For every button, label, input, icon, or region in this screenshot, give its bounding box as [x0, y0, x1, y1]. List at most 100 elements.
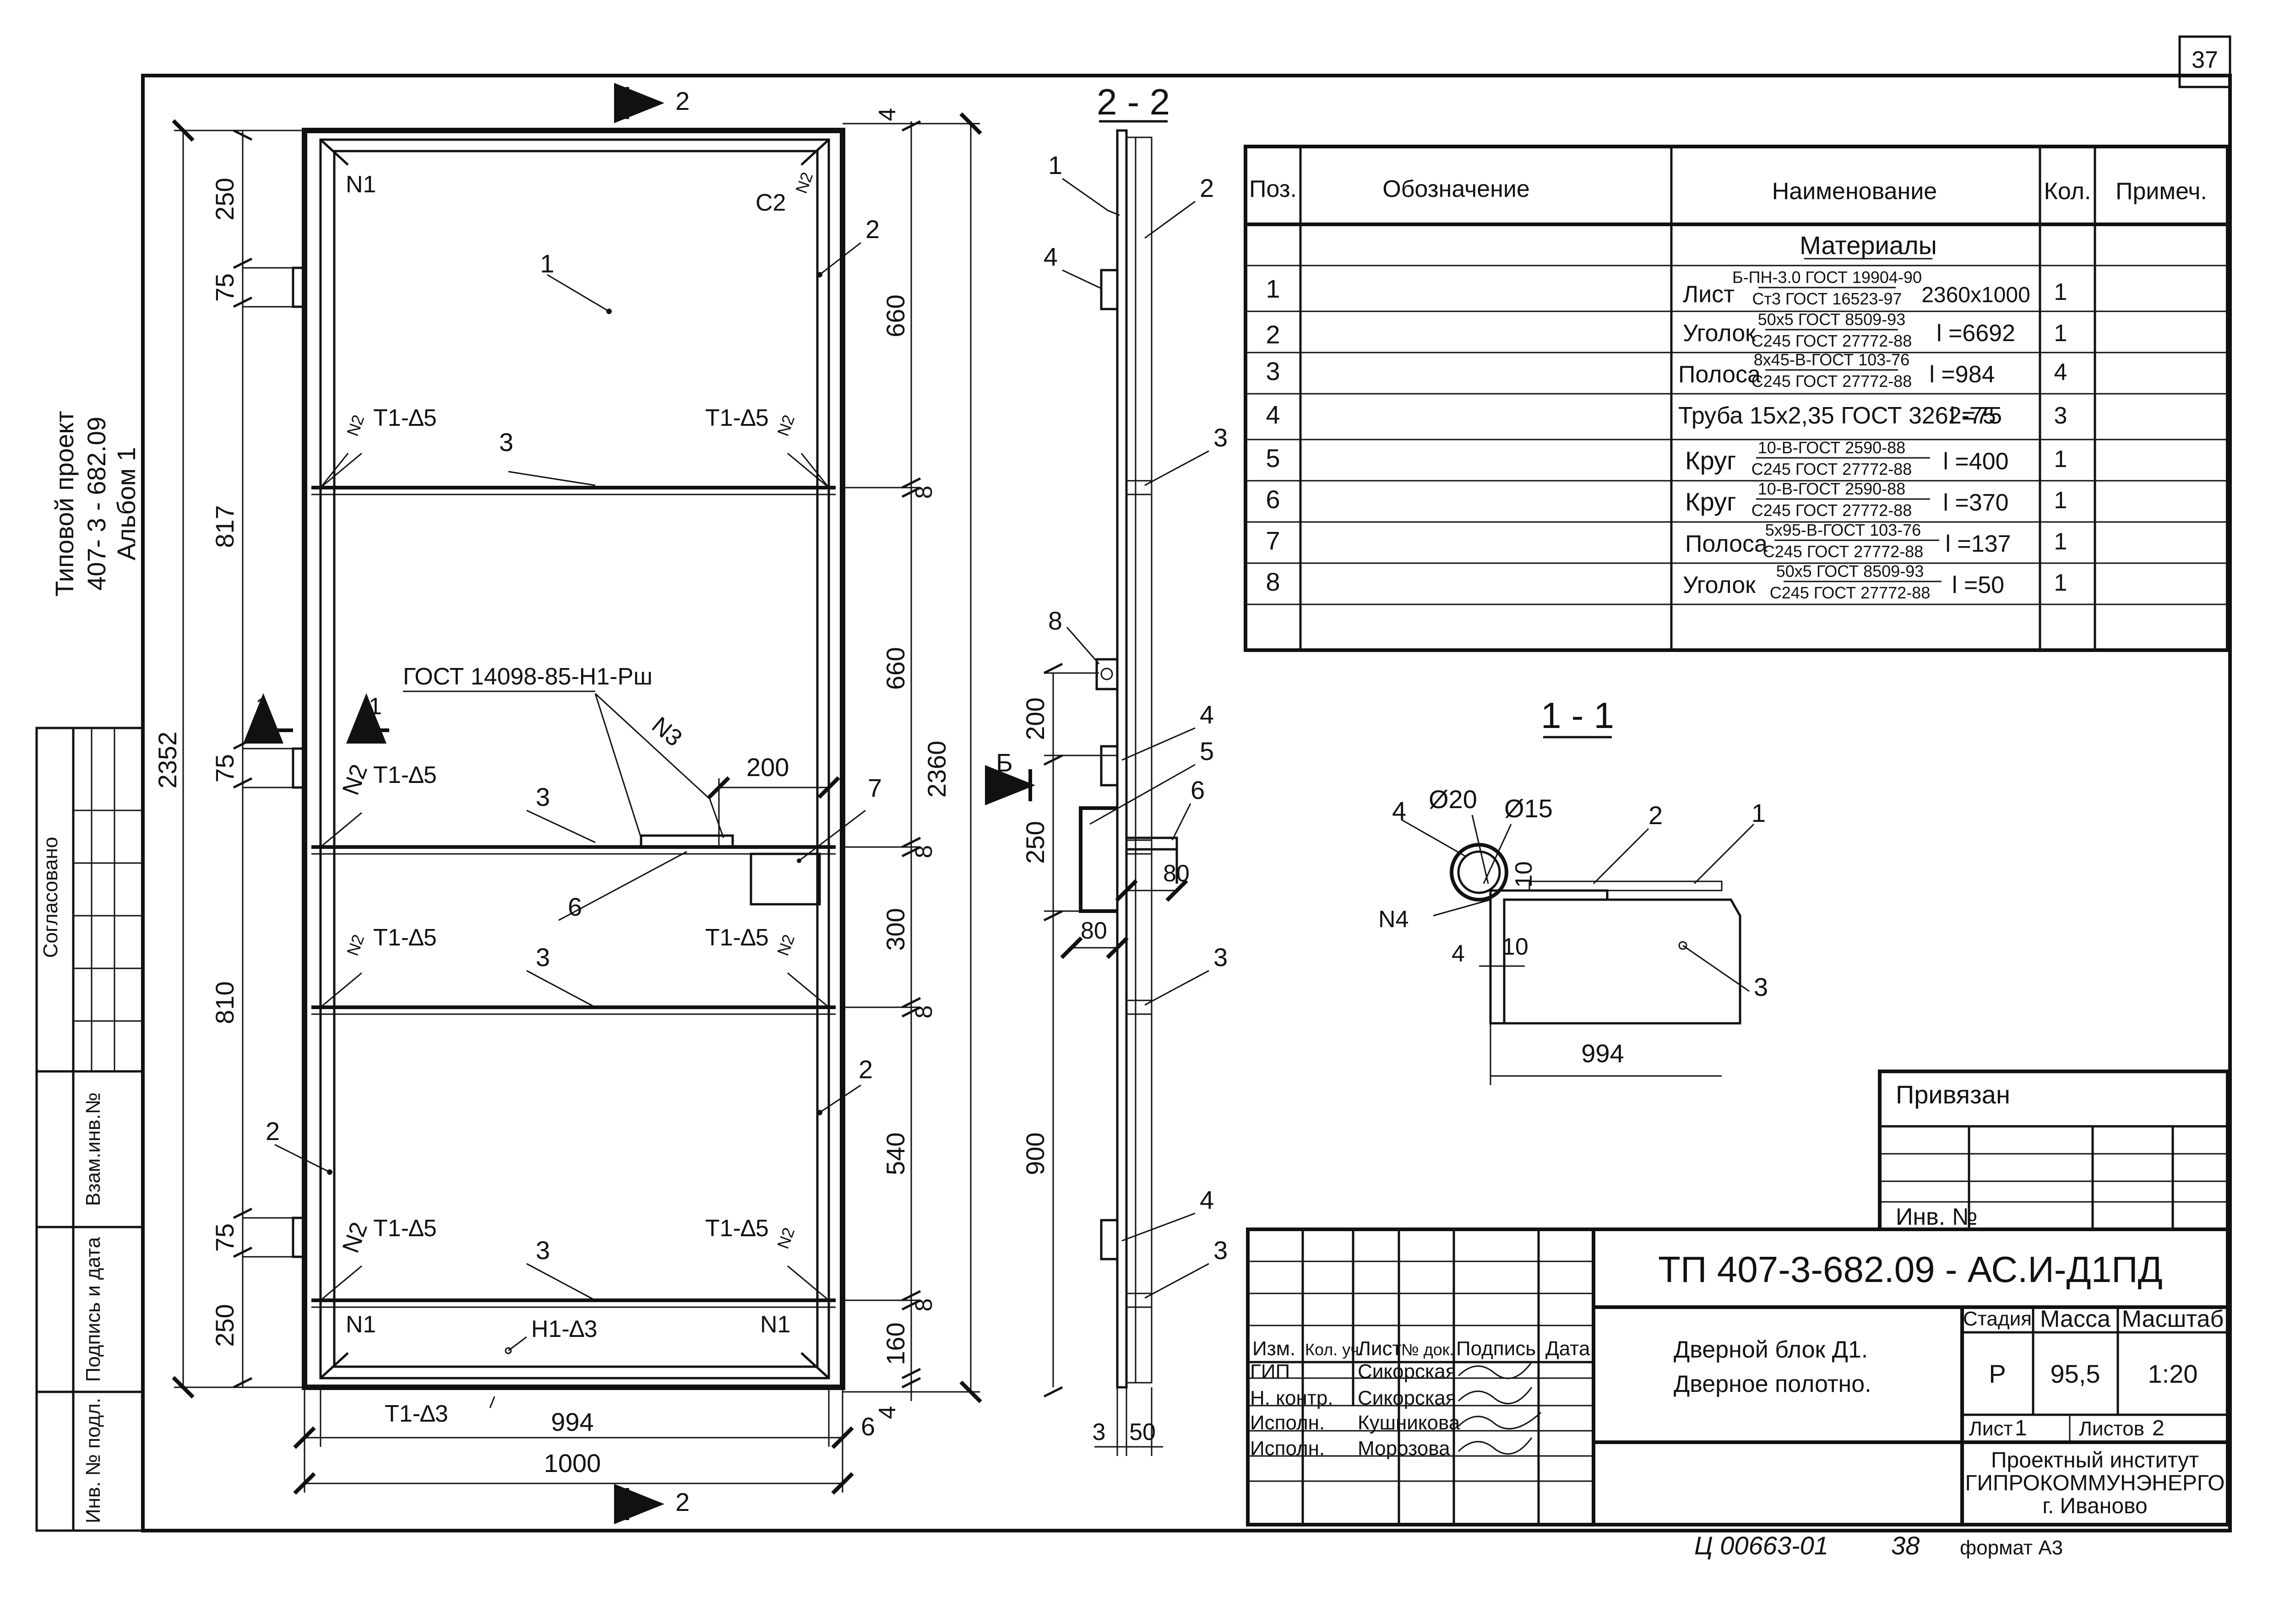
tb-desc-1: Дверной блок Д1. [1674, 1336, 1868, 1363]
svg-text:1: 1 [2054, 279, 2067, 305]
dim-left-75-c: 75 [210, 1223, 239, 1252]
svg-text:l =400: l =400 [1943, 448, 2008, 475]
sec22-pos-3-c: 3 [1213, 1236, 1228, 1265]
svg-text:l =984: l =984 [1929, 361, 1995, 388]
tb-list-value: 1 [2015, 1416, 2027, 1440]
weld-t1-5-b: Т1-∆5 [705, 405, 769, 431]
dim-200: 200 [746, 753, 789, 782]
sec22-pos-3-b: 3 [1213, 943, 1228, 972]
hinge-bottom [292, 1217, 306, 1258]
tb-listov-value: 2 [2152, 1416, 2165, 1440]
pos-3-label-1: 3 [499, 428, 513, 456]
weld-n4: N4 [1378, 906, 1409, 933]
svg-text:3: 3 [2054, 402, 2067, 429]
pos-2-label-left: 2 [266, 1117, 280, 1146]
pos-3-label-4: 3 [536, 1236, 550, 1265]
weld-n2-f: N2 [337, 1219, 373, 1256]
dim-8-c: 8 [911, 1005, 937, 1019]
signature-4 [1458, 1437, 1533, 1455]
svg-text:С245 ГОСТ 27772-88: С245 ГОСТ 27772-88 [1751, 460, 1912, 478]
replace-inv-label: Взам.инв.№ [82, 1092, 104, 1206]
spec-header-pos: Поз. [1249, 176, 1297, 202]
dim-left-75-b: 75 [210, 754, 239, 782]
svg-text:1: 1 [1266, 274, 1280, 303]
weld-t1-3: Т1-∆3 [385, 1401, 448, 1427]
sec22-pos-6: 6 [1191, 776, 1205, 804]
tb-col-data: Дата [1545, 1337, 1590, 1360]
svg-text:3: 3 [1266, 357, 1280, 386]
sec22-pos-4-a: 4 [1044, 242, 1058, 271]
gost-weld-label: ГОСТ 14098-85-Н1-Рш [403, 663, 653, 690]
tb-col-ndok: № док. [1401, 1340, 1454, 1359]
svg-text:С245 ГОСТ 27772-88: С245 ГОСТ 27772-88 [1763, 542, 1923, 561]
project-label: Типовой проект [50, 411, 79, 597]
dim-left-250-top: 250 [210, 178, 239, 220]
binding-label: Привязан [1896, 1080, 2010, 1109]
svg-text:Круг: Круг [1685, 487, 1736, 516]
signature-2 [1458, 1387, 1533, 1405]
lock-plate [750, 853, 821, 906]
tb-desc-2: Дверное полотно. [1674, 1371, 1871, 1397]
svg-text:50х5 ГОСТ 8509-93: 50х5 ГОСТ 8509-93 [1776, 562, 1924, 581]
section-1-mark-right: 1 [369, 693, 382, 720]
svg-text:8: 8 [1266, 567, 1280, 596]
tb-org-1: Проектный институт [1991, 1448, 2199, 1472]
sec11-dim-994: 994 [1581, 1039, 1624, 1068]
svg-text:Б-ПН-3.0 ГОСТ 19904-90: Б-ПН-3.0 ГОСТ 19904-90 [1732, 268, 1922, 287]
signature-1 [1458, 1362, 1533, 1380]
svg-text:С245 ГОСТ 27772-88: С245 ГОСТ 27772-88 [1751, 372, 1912, 391]
weld-t1-5-g: Т1-∆5 [705, 1215, 769, 1242]
spec-row: 1 Лист Б-ПН-3.0 ГОСТ 19904-90 Ст3 ГОСТ 1… [1266, 268, 2067, 308]
svg-text:Уголок: Уголок [1683, 320, 1756, 347]
sec22-pos-1: 1 [1048, 151, 1062, 179]
svg-text:5х95-В-ГОСТ 103-76: 5х95-В-ГОСТ 103-76 [1765, 521, 1921, 539]
weld-n1-bottom-left: N1 [346, 1311, 376, 1338]
svg-text:2: 2 [1266, 320, 1280, 349]
svg-text:Лист: Лист [1683, 281, 1735, 308]
tb-massa: 95,5 [2051, 1359, 2100, 1388]
tb-role-ispoln-2: Исполн. [1250, 1437, 1325, 1460]
pos-1-label: 1 [540, 249, 554, 278]
dim-2352: 2352 [153, 732, 182, 789]
spec-row-lines [1246, 265, 2228, 605]
round-bar-6 [640, 834, 734, 848]
spec-header-note: Примеч. [2116, 178, 2207, 205]
dim-right-660-a: 660 [881, 294, 910, 337]
sec11-pos-2: 2 [1648, 801, 1663, 830]
tb-name-4: Морозова [1358, 1437, 1450, 1460]
signature-date-label: Подпись и дата [82, 1237, 104, 1382]
dim-8-d: 8 [911, 1298, 937, 1312]
spec-header-designation: Обозначение [1382, 176, 1530, 202]
section-1-mark-left: 1 [256, 693, 269, 720]
svg-text:10-В-ГОСТ 2590-88: 10-В-ГОСТ 2590-88 [1758, 438, 1905, 457]
weld-n2-top-right: N2 [792, 169, 816, 196]
spec-row: 7 Полоса 5х95-В-ГОСТ 103-76 С245 ГОСТ 27… [1266, 521, 2067, 561]
tb-masshtab-label: Масштаб [2122, 1306, 2224, 1332]
spec-row: 5 Круг 10-В-ГОСТ 2590-88 С245 ГОСТ 27772… [1266, 438, 2067, 478]
weld-n2-e: N2 [773, 932, 798, 958]
sec22-dim-3: 3 [1093, 1419, 1106, 1445]
section-mark-top: 2 [675, 87, 690, 115]
tb-stadia-label: Стадия [1963, 1308, 2032, 1330]
tb-list-label: Лист [1969, 1418, 2013, 1440]
tb-massa-label: Масса [2040, 1306, 2110, 1332]
weld-n2-b: N2 [773, 412, 798, 438]
svg-text:Круг: Круг [1685, 446, 1736, 475]
front-view: 1 2 2 2 3 3 3 3 6 7 N1 C2 N2 N1 N1 Т1-∆5… [153, 83, 982, 1524]
pos-2-label-top: 2 [865, 215, 880, 244]
tb-listov-label: Листов [2079, 1418, 2144, 1440]
svg-text:Полоса: Полоса [1678, 361, 1761, 388]
outer-frame [141, 74, 2232, 1532]
dim-right-160: 160 [881, 1322, 910, 1365]
spec-table: Поз. Обозначение Наименование Кол. Приме… [1244, 145, 2230, 652]
dim-right-660-b: 660 [881, 647, 910, 690]
svg-text:Уголок: Уголок [1683, 572, 1756, 598]
weld-t1-5-c: Т1-∆5 [373, 762, 437, 788]
sec11-pos-4: 4 [1392, 796, 1406, 825]
dim-4-top: 4 [874, 108, 901, 121]
section-1-1: 1 - 1 4 2 1 3 Ø20 Ø15 N4 10 10 4 [1378, 695, 1768, 1085]
dim-left-75-a: 75 [210, 273, 239, 302]
side-stamp: Типовой проект 407- 3 - 682.09 Альбом 1 … [35, 411, 144, 1532]
sec22-pos-4-c: 4 [1200, 1185, 1214, 1214]
footer-handwritten-code: Ц 00663-01 [1694, 1531, 1828, 1560]
